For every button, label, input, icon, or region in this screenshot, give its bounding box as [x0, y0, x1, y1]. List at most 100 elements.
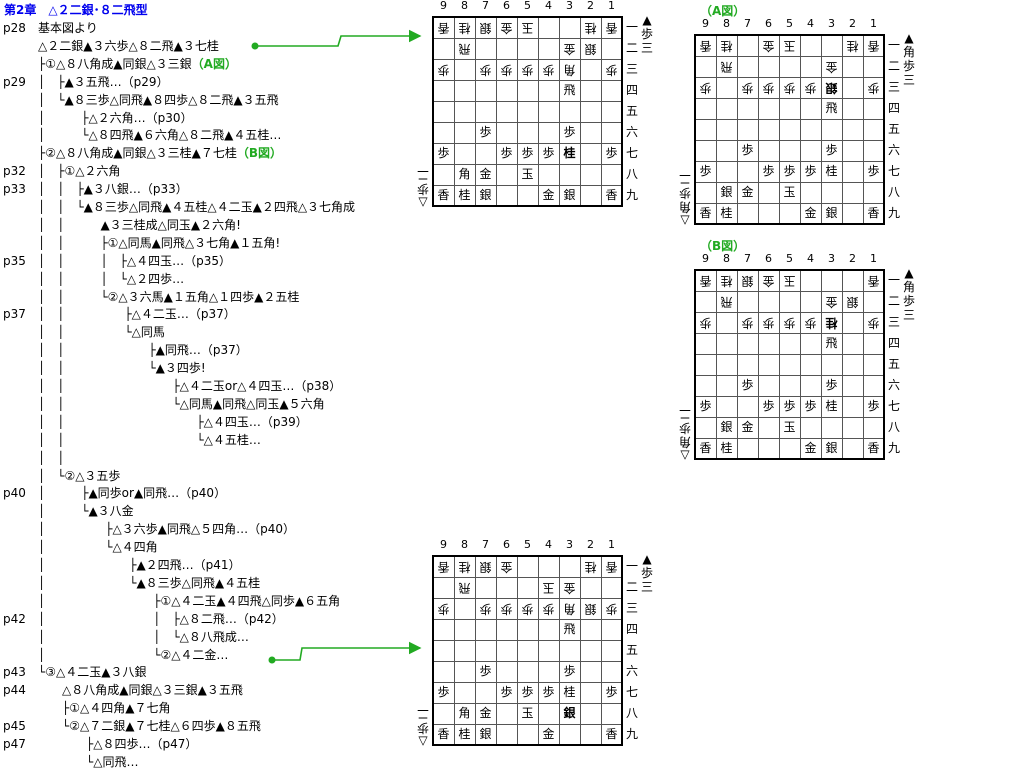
shogi-piece: 銀 [846, 295, 859, 309]
shogi-piece: 歩 [762, 399, 775, 413]
file-number: 5 [524, 538, 531, 551]
sente-hand-char: 三 [640, 580, 653, 594]
shogi-piece: 飛 [825, 101, 838, 115]
tree-line: │ ├▲２四飛…（p41） [38, 558, 241, 572]
diagram-ref-label: （B図） [236, 146, 283, 161]
shogi-piece: 桂 [720, 274, 733, 288]
board-a-label: （A図） [700, 4, 746, 18]
file-number: 1 [608, 0, 615, 12]
shogi-piece: 飛 [563, 83, 576, 97]
grid-line [433, 682, 622, 683]
grid-line [433, 101, 622, 102]
rank-number: 七 [625, 146, 638, 160]
rank-number: 四 [887, 101, 900, 115]
shogi-piece: 桂 [458, 560, 471, 574]
shogi-piece: 桂 [458, 727, 471, 741]
grid-line [695, 417, 884, 418]
sente-hand-char: 三 [902, 308, 915, 322]
shogi-piece: 銀 [825, 441, 838, 455]
grid-line [695, 98, 884, 99]
grid-line [517, 17, 518, 206]
grid-line [580, 556, 581, 745]
tree-line: │ │ └▲３四歩! [38, 361, 206, 376]
tree-line: ├①△４四角▲７七角 [38, 701, 171, 716]
page-ref: p35 [3, 253, 26, 268]
sente-hand-char: 角 [902, 280, 915, 294]
shogi-piece: 飛 [720, 60, 733, 74]
file-number: 8 [723, 252, 730, 265]
shogi-piece: 歩 [479, 664, 492, 678]
grid-line [821, 270, 822, 459]
shogi-piece: 玉 [542, 581, 555, 595]
file-number: 5 [786, 17, 793, 30]
shogi-piece: 歩 [542, 63, 555, 77]
shogi-piece: 歩 [521, 146, 534, 160]
rank-number: 二 [887, 59, 900, 73]
shogi-piece: 金 [542, 727, 555, 741]
rank-number: 七 [887, 164, 900, 178]
shogi-piece: 歩 [521, 63, 534, 77]
rank-number: 九 [625, 727, 638, 741]
shogi-piece: 金 [741, 185, 754, 199]
shogi-piece: 金 [762, 39, 775, 53]
page-ref: p47 [3, 737, 26, 751]
gote-hand-char: △ [418, 196, 428, 210]
shogi-piece: 銀 [825, 206, 838, 220]
shogi-piece: 金 [825, 295, 838, 309]
shogi-piece: 歩 [521, 685, 534, 699]
shogi-piece: 歩 [741, 143, 754, 157]
shogi-piece: 玉 [521, 21, 534, 35]
shogi-piece: 玉 [783, 185, 796, 199]
shogi-piece: 歩 [741, 81, 754, 95]
sente-hand-char: ▲ [642, 13, 652, 27]
tree-line: │ └▲３八金 [38, 504, 134, 519]
grid-line [695, 333, 884, 334]
shogi-piece: 歩 [867, 81, 880, 95]
shogi-piece: 金 [825, 60, 838, 74]
shogi-piece: 金 [563, 42, 576, 56]
shogi-piece: 歩 [867, 164, 880, 178]
grid-line [695, 291, 884, 292]
rank-number: 三 [625, 62, 638, 76]
gote-hand-char: 二 [679, 172, 692, 186]
grid-line [454, 556, 455, 745]
rank-number: 六 [625, 664, 638, 678]
grid-line [433, 80, 622, 81]
tree-line: │ │ └△８八飛成… [38, 629, 249, 644]
grid-line [758, 35, 759, 224]
shogi-piece: 歩 [437, 63, 450, 77]
shogi-piece: 金 [563, 581, 576, 595]
tree-line: │ │ ├△４二玉or△４四玉…（p38） [38, 379, 342, 393]
grid-line [475, 17, 476, 206]
shogi-piece: 歩 [542, 602, 555, 616]
gote-hand-char: 角 [679, 435, 692, 449]
rank-number: 一 [887, 273, 900, 287]
shogi-piece: 桂 [825, 316, 838, 330]
tree-line: │ │ └△同馬 [38, 325, 165, 340]
grid-line [559, 17, 560, 206]
shogi-piece: 金 [542, 188, 555, 202]
shogi-piece: 香 [437, 727, 450, 741]
gote-hand-char: 歩 [679, 186, 692, 200]
file-number: 3 [566, 0, 573, 12]
page-ref: p28 [3, 21, 26, 35]
rank-number: 二 [625, 41, 638, 55]
grid-line [454, 17, 455, 206]
tree-line: │ └▲８三歩△同飛▲４五桂 [38, 575, 261, 590]
file-number: 8 [461, 0, 468, 12]
tree-line: │ └△４四角 [38, 540, 158, 555]
shogi-piece: 歩 [699, 164, 712, 178]
shogi-piece: 飛 [825, 336, 838, 350]
shogi-piece: 玉 [783, 39, 796, 53]
file-number: 7 [482, 0, 489, 12]
sente-hand-char: ▲ [904, 266, 914, 280]
shogi-piece: 歩 [521, 602, 534, 616]
tree-line: │ │ └②△３六馬▲１五角△１四歩▲２五桂 [38, 289, 300, 304]
grid-line [559, 556, 560, 745]
sente-hand-char: ▲ [904, 31, 914, 45]
shogi-piece: 歩 [500, 63, 513, 77]
shogi-piece: 歩 [783, 316, 796, 330]
grid-line [695, 161, 884, 162]
gote-hand-char: △ [680, 214, 690, 228]
shogi-piece: 角 [563, 63, 576, 77]
